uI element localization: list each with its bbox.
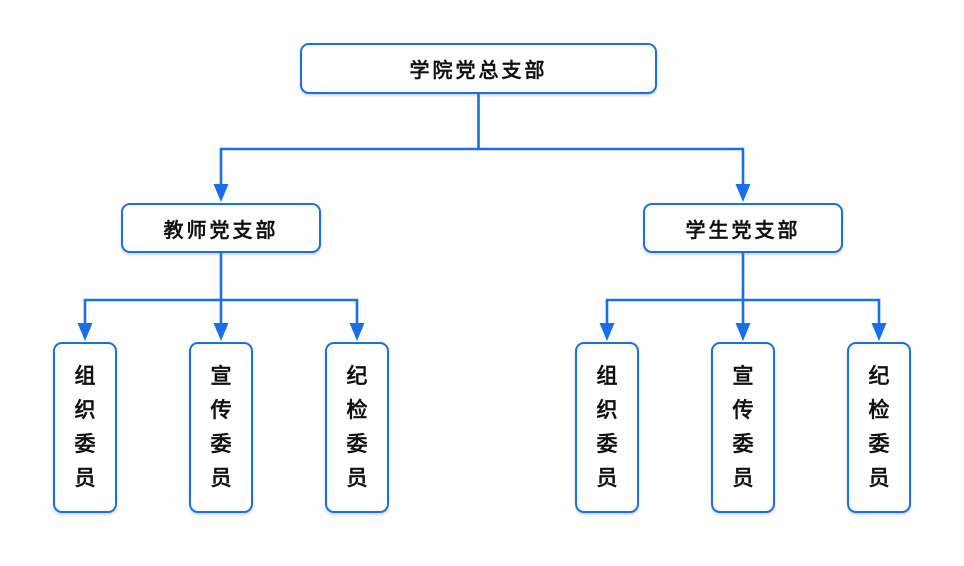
- node-leaf-discipline-right: 纪检委员: [847, 342, 911, 513]
- node-leaf-label: 纪检委员: [346, 364, 368, 491]
- node-leaf-label: 组织委员: [74, 364, 96, 491]
- node-branch-teacher-label: 教师党支部: [163, 219, 279, 242]
- node-branch-student-label: 学生党支部: [685, 219, 801, 242]
- node-leaf-label: 宣传委员: [732, 364, 754, 491]
- node-leaf-label: 纪检委员: [868, 364, 890, 491]
- node-leaf-publicity-left: 宣传委员: [189, 342, 253, 513]
- node-root-label: 学院党总支部: [409, 60, 548, 82]
- node-branch-student: 学生党支部: [643, 203, 843, 253]
- node-leaf-publicity-right: 宣传委员: [711, 342, 775, 513]
- node-branch-teacher: 教师党支部: [121, 203, 321, 253]
- node-leaf-organization-left: 组织委员: [53, 342, 117, 513]
- node-root: 学院党总支部: [300, 43, 657, 94]
- node-leaf-label: 组织委员: [596, 364, 618, 491]
- node-leaf-label: 宣传委员: [210, 364, 232, 491]
- node-leaf-organization-right: 组织委员: [575, 342, 639, 513]
- node-leaf-discipline-left: 纪检委员: [325, 342, 389, 513]
